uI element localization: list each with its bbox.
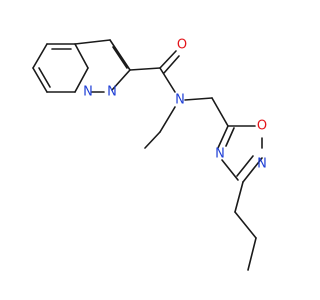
oxadiazole-nitrogen-2-label: N — [257, 157, 267, 172]
amide-nitrogen-label: N — [175, 93, 185, 108]
propyl-group — [234, 181, 257, 271]
carboxamide-group — [129, 50, 180, 93]
carbonyl-oxygen-label: O — [177, 38, 187, 53]
bridgehead-nitrogen-label: N — [83, 85, 93, 100]
ethyl-group — [144, 106, 176, 149]
atom-labels: N N O N O N N — [83, 38, 267, 172]
pyridine-ring — [32, 43, 89, 93]
oxadiazole-nitrogen-4-label: N — [215, 147, 225, 162]
oxadiazole-ring — [217, 125, 263, 183]
pyrazole-ring — [74, 39, 131, 93]
pyrazole-nitrogen-label: N — [107, 85, 117, 100]
molecule-structure-svg: N N O N O N N — [32, 38, 267, 271]
oxadiazole-oxygen-label: O — [257, 119, 267, 134]
methylene-linker — [184, 97, 229, 127]
molecule-diagram: N N O N O N N — [32, 38, 267, 271]
